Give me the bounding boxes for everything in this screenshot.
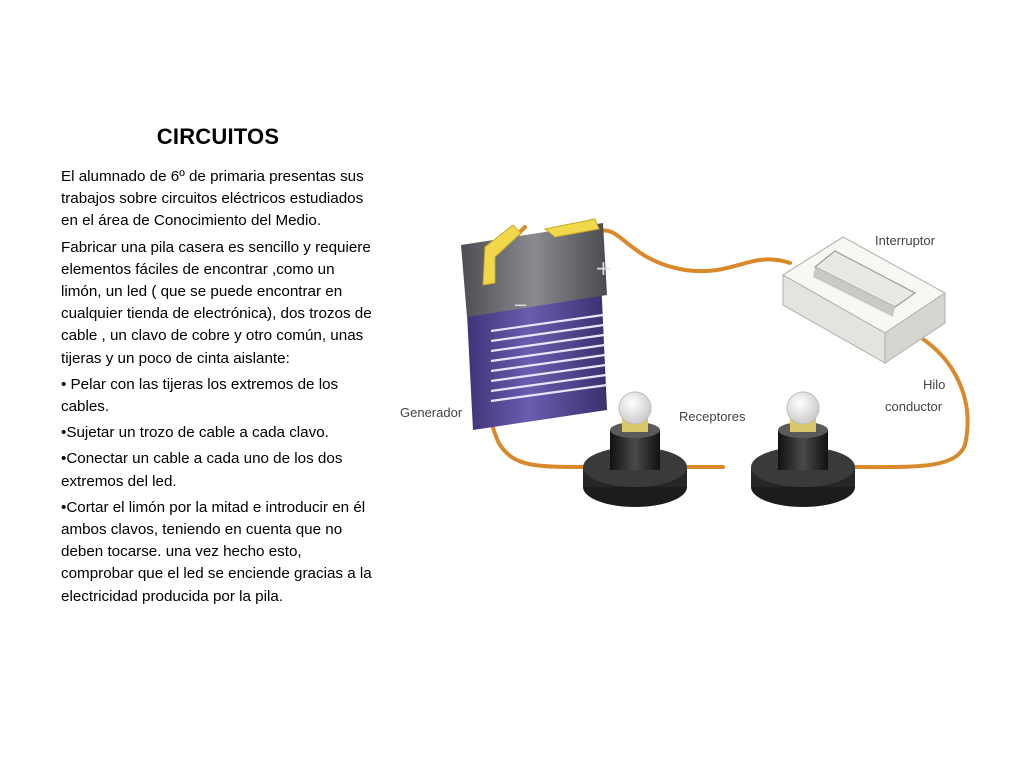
battery-terminal-right (543, 218, 600, 238)
battery-terminal-left (482, 224, 522, 286)
step-connect-led: •Conectar un cable a cada uno de los dos… (61, 450, 343, 490)
wire-to-switch (593, 228, 792, 274)
battery-generator: + − (461, 218, 612, 430)
receiver-bulb-1 (583, 391, 687, 507)
switch-lever (813, 250, 917, 308)
circuit-diagram: + − (395, 205, 995, 525)
receiver-bulb-2 (751, 391, 855, 507)
label-generator: Generador (400, 405, 463, 420)
label-receivers: Receptores (679, 409, 746, 424)
paragraph-intro: El alumnado de 6º de primaria presentas … (61, 168, 364, 230)
wire-switch-out (793, 335, 970, 470)
switch-interruptor (781, 236, 947, 365)
step-cut-lemon: •Cortar el limón por la mitad e introduc… (61, 498, 372, 605)
paragraph-materials: Fabricar una pila casera es sencillo y r… (61, 238, 372, 367)
slide-body: El alumnado de 6º de primaria presentas … (61, 166, 377, 612)
label-wire-line2: conductor (885, 399, 943, 414)
slide-title: CIRCUITOS (156, 124, 280, 149)
step-attach-cable: •Sujetar un trozo de cable a cada clavo. (61, 424, 329, 442)
step-peel-cables: • Pelar con las tijeras los extremos de … (61, 375, 339, 416)
battery-minus-sign: − (513, 295, 528, 316)
label-switch: Interruptor (875, 233, 936, 248)
label-wire-line1: Hilo (923, 377, 945, 392)
battery-plus-sign: + (595, 256, 612, 280)
circuit-svg: + − (400, 218, 970, 507)
